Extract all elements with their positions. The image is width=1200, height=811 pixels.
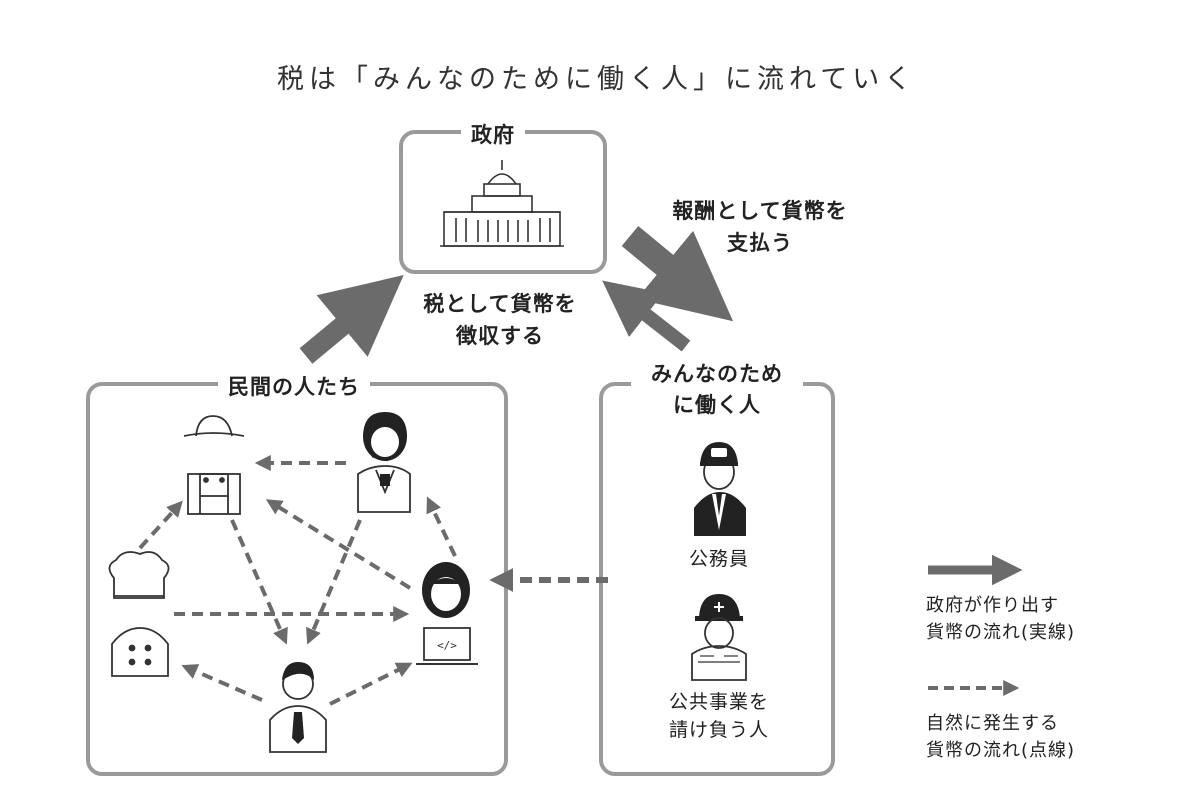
office-worker-icon [269,662,327,753]
chef-icon [108,551,170,677]
farmer-icon [183,415,245,515]
dashed-arrows [138,455,457,706]
tax-flow-label-line2: 徴収する [456,324,544,348]
public-workers-label-line2: に働く人 [673,393,761,417]
operator-icon [357,411,411,513]
dashed-arrow-operator-to-employee [306,519,362,645]
dashed-arrow-farmer-to-employee [230,519,288,645]
public-workers-label-line1: みんなのため [651,362,783,386]
tax-flow-label: 税として貨幣を 徴収する [400,288,600,350]
payment-flow-label-line1: 報酬として貨幣を [672,199,848,223]
return-flow-arrow [602,280,691,352]
government-box [399,130,607,274]
construction-worker-icon [691,594,747,681]
parliament-building-icon [440,160,564,247]
tax-flow-arrow [299,275,404,364]
dashed-arrow-engineer-to-operator [426,496,457,557]
legend-dashed-label: 自然に発生する 貨幣の流れ(点線) [926,710,1075,764]
engineer-icon [416,562,478,665]
legend-dashed-line1: 自然に発生する [926,713,1059,734]
code-symbol: </> [437,639,457,652]
legend-solid-line2: 貨幣の流れ(実線) [926,622,1076,643]
dashed-arrow-engineer-to-farmer [265,499,412,590]
dashed-arrow-employee-to-chef [181,664,263,702]
payment-flow-arrow [621,225,734,322]
civil-servant-label: 公務員 [688,548,749,570]
page-title: 税は「みんなのために働く人」に流れていく [277,64,917,95]
private-people-label: 民間の人たち [218,371,370,401]
contractor-label: 公共事業を 請け負う人 [644,688,794,744]
government-label: 政府 [461,119,525,149]
dashed-arrow-chef-to-farmer [138,500,183,550]
public-workers-label: みんなのため に働く人 [631,358,803,419]
legend-solid-label: 政府が作り出す 貨幣の流れ(実線) [926,592,1075,646]
contractor-label-line2: 請け負う人 [668,719,769,741]
payment-flow-label-line2: 支払う [727,231,793,255]
contractor-label-line1: 公共事業を [668,691,769,713]
legend-solid-line1: 政府が作り出す [926,595,1059,616]
legend-dashed-line2: 貨幣の流れ(点線) [926,740,1076,761]
tax-flow-label-line1: 税として貨幣を [423,292,577,316]
dashed-arrow-employee-to-engineer [329,662,413,706]
civil-servant-icon [694,442,746,536]
payment-flow-label: 報酬として貨幣を 支払う [650,195,870,257]
